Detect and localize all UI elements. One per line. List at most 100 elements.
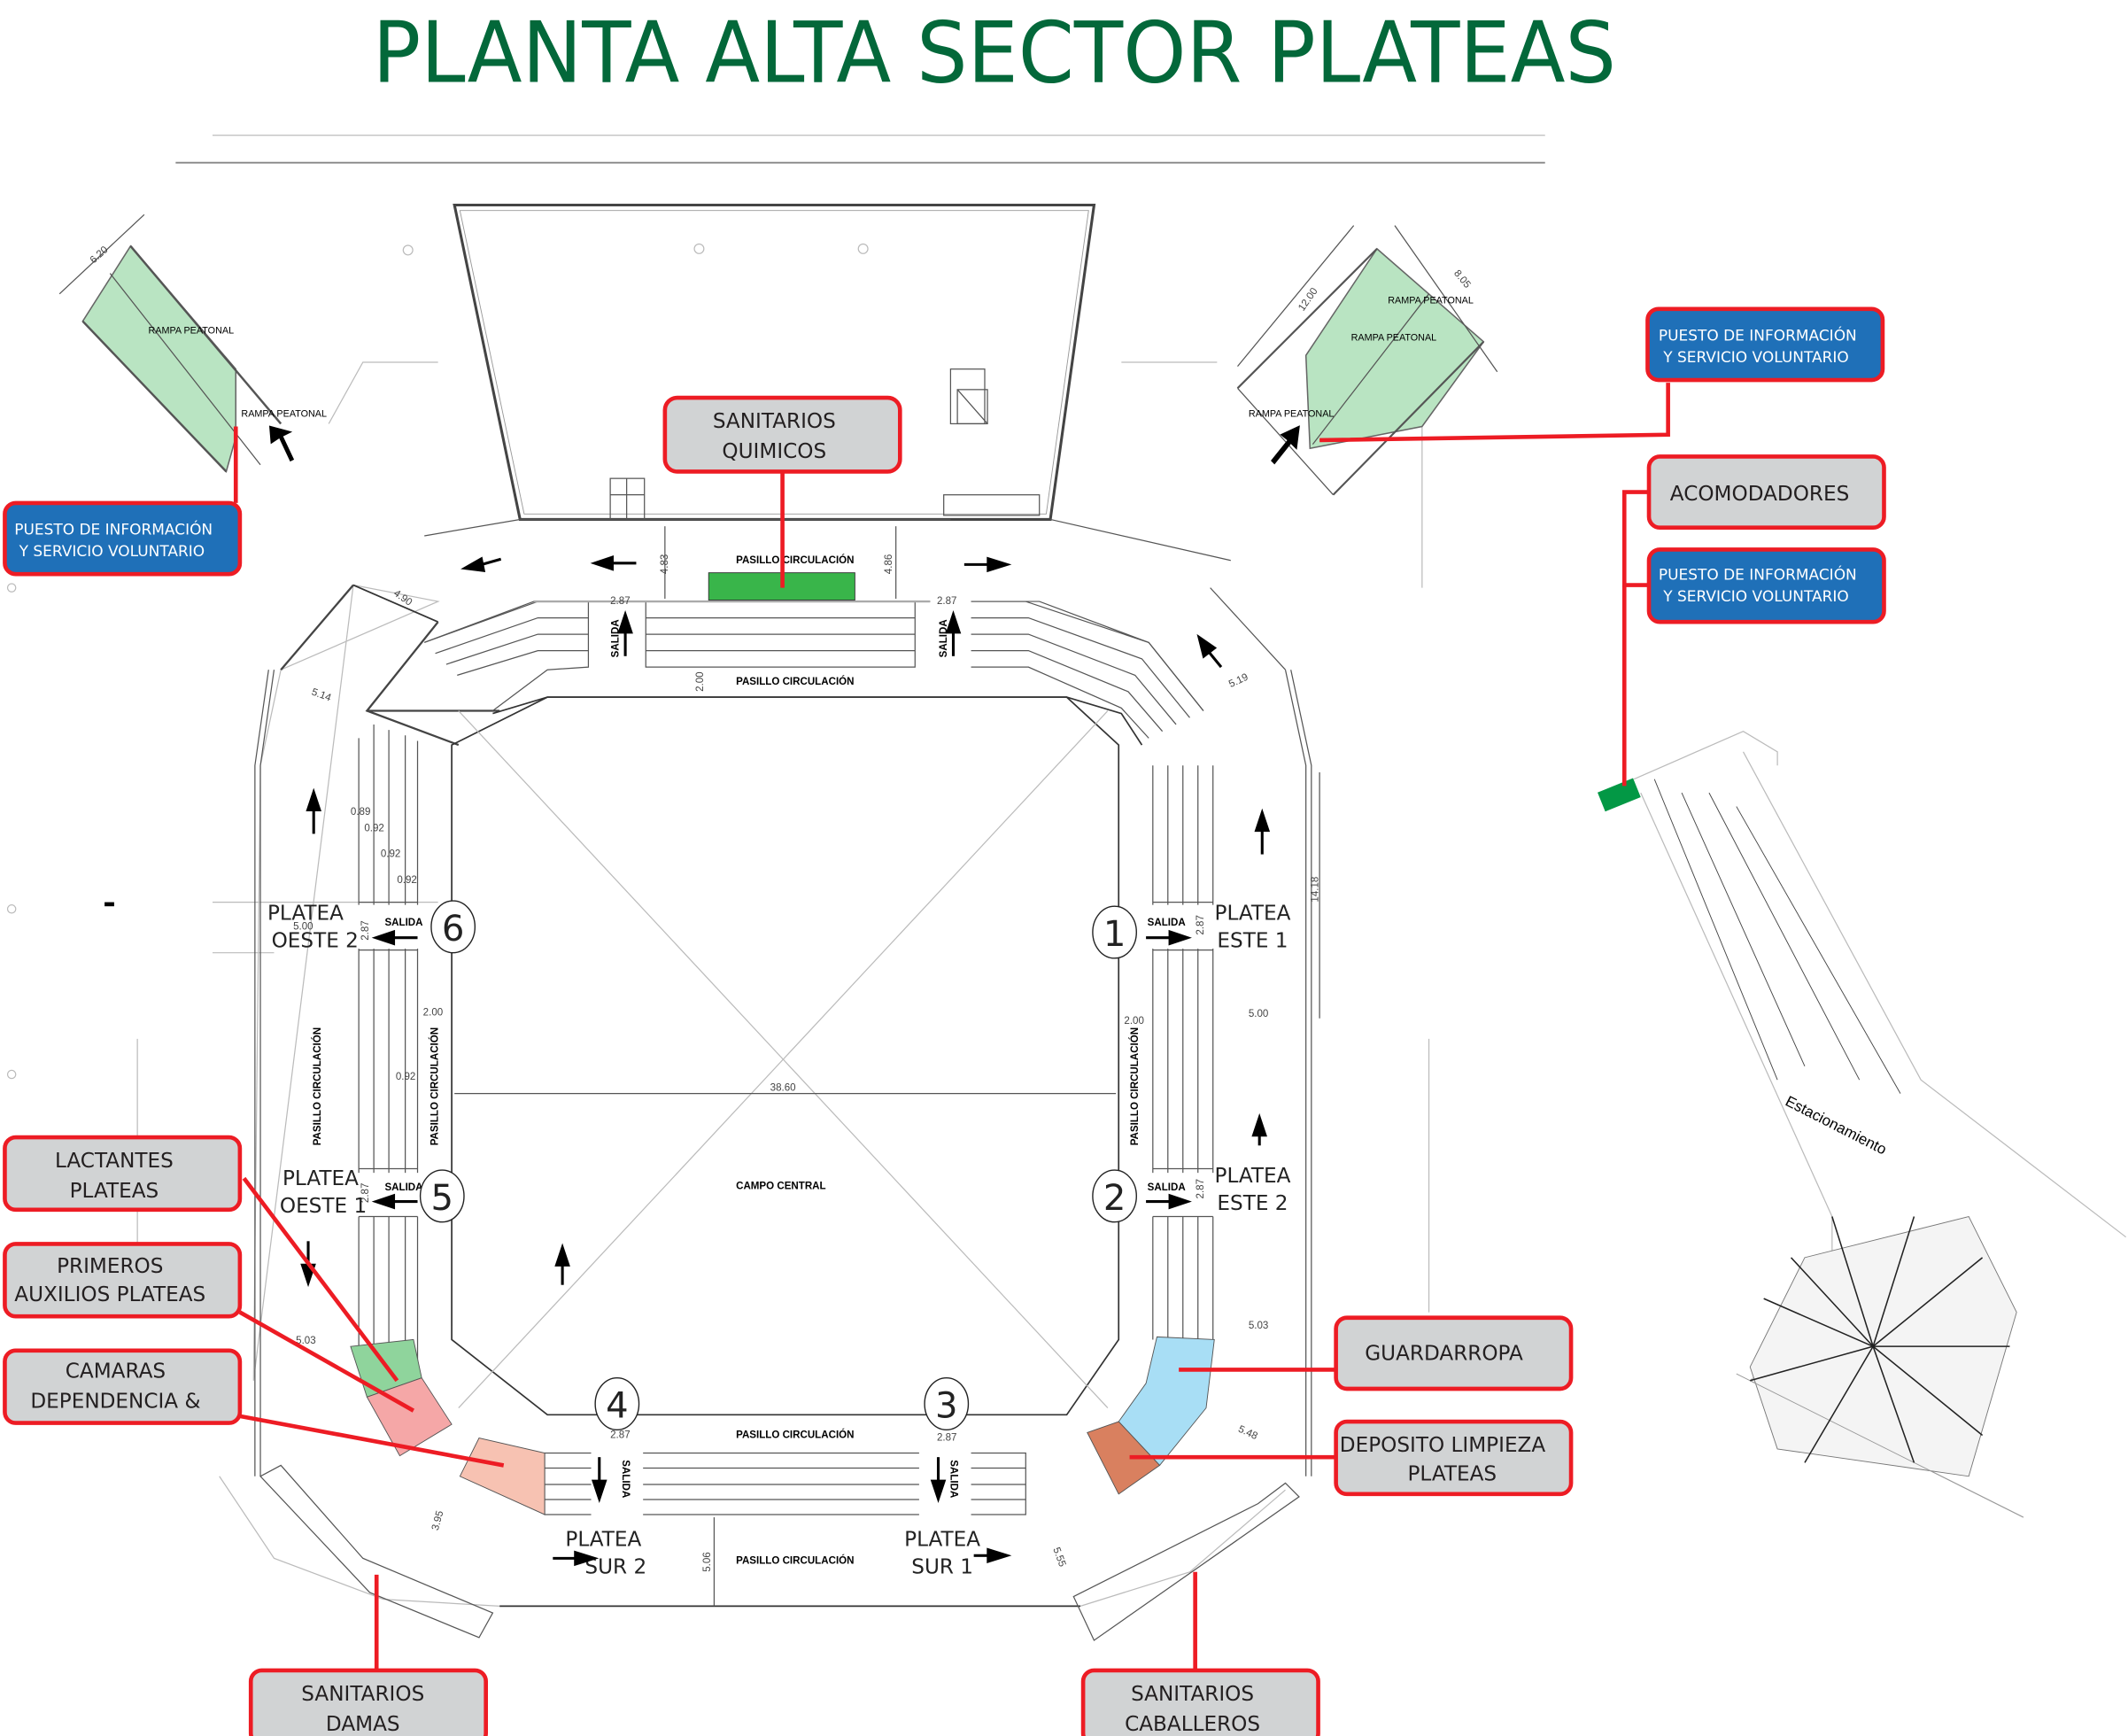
svg-text:2.87: 2.87 xyxy=(937,1433,957,1444)
pasillo-label: PASILLO CIRCULACIÓN xyxy=(1129,1027,1141,1145)
arrow-up-icon xyxy=(1251,1112,1267,1146)
arrow-down-icon xyxy=(591,1457,607,1503)
dimension-labels: 4.83 4.86 2.87 2.87 2.00 4.90 5.14 5.19 … xyxy=(293,526,1321,1607)
svg-text:ACOMODADORES: ACOMODADORES xyxy=(1670,483,1850,506)
svg-text:2.87: 2.87 xyxy=(1196,1179,1206,1199)
pasillo-label: PASILLO CIRCULACIÓN xyxy=(429,1027,441,1145)
north-stand xyxy=(424,600,1204,746)
camaras-area xyxy=(459,1438,546,1515)
exit-5: 5 xyxy=(419,1169,465,1223)
arrow-right-icon xyxy=(1146,1193,1192,1210)
salida-label: SALIDA xyxy=(384,1182,423,1193)
arrow-up-icon xyxy=(945,609,962,656)
exit-2: 2 xyxy=(1092,1169,1137,1223)
salida-label: SALIDA xyxy=(1148,918,1187,928)
svg-text:GUARDARROPA: GUARDARROPA xyxy=(1365,1343,1523,1366)
svg-text:14.18: 14.18 xyxy=(1311,877,1321,903)
direction-arrows xyxy=(300,555,1271,1567)
arrow-down-icon xyxy=(930,1457,947,1503)
arrow-right-icon xyxy=(553,1550,600,1567)
page-title: PLANTA ALTA SECTOR PLATEAS xyxy=(373,4,1616,103)
entry-arrow-icon xyxy=(268,425,295,462)
svg-text:2.87: 2.87 xyxy=(1196,915,1206,935)
stadium-outline xyxy=(219,572,1312,1641)
svg-text:4: 4 xyxy=(606,1385,629,1426)
arrow-left-icon xyxy=(371,929,418,946)
svg-text:2.87: 2.87 xyxy=(937,596,957,607)
east-stand xyxy=(1118,765,1218,1340)
svg-text:0.89: 0.89 xyxy=(351,807,371,818)
svg-text:2.00: 2.00 xyxy=(1124,1016,1144,1027)
campo-label: CAMPO CENTRAL xyxy=(736,1182,825,1192)
svg-text:38.60: 38.60 xyxy=(770,1083,796,1094)
svg-text:5.00: 5.00 xyxy=(1249,1009,1269,1019)
svg-text:2.87: 2.87 xyxy=(610,596,631,607)
callout-info-right-parking: PUESTO DE INFORMACIÓN Y SERVICIO VOLUNTA… xyxy=(1646,547,1886,624)
svg-text:PUESTO DE INFORMACIÓN Y SERVIC: PUESTO DE INFORMACIÓN Y SERVICIO VOLUNTA… xyxy=(1659,564,1857,606)
svg-text:2: 2 xyxy=(1103,1178,1126,1219)
ramp-left: 6.20 RAMPA PEATONAL RAMPA PEATONAL xyxy=(58,213,327,473)
arrow-left-icon xyxy=(460,556,502,573)
arrow-right-icon xyxy=(1146,929,1192,946)
callout-guardarropa: GUARDARROPA xyxy=(1334,1315,1574,1391)
arrow-right-icon xyxy=(963,556,1012,573)
arrow-up-left-icon xyxy=(1196,633,1223,669)
svg-text:PUESTO DE INFORMACIÓN Y SERVIC: PUESTO DE INFORMACIÓN Y SERVICIO VOLUNTA… xyxy=(14,519,213,561)
arrow-up-icon xyxy=(617,609,633,656)
dim-ramp-left: 6.20 xyxy=(89,244,111,266)
stadium-sketch xyxy=(1736,1216,2024,1518)
arrow-left-icon xyxy=(590,555,637,571)
svg-text:4.86: 4.86 xyxy=(884,554,894,575)
arrow-up-icon xyxy=(554,1243,570,1285)
svg-text:3: 3 xyxy=(935,1385,958,1426)
dim-ramp-right-b: 8.05 xyxy=(1451,268,1473,291)
exit-6: 6 xyxy=(430,900,476,954)
svg-text:PUESTO DE INFORMACIÓN Y SERVIC: PUESTO DE INFORMACIÓN Y SERVICIO VOLUNTA… xyxy=(1659,325,1857,367)
svg-text:3.95: 3.95 xyxy=(430,1509,445,1531)
svg-text:0.92: 0.92 xyxy=(364,823,384,833)
svg-text:5.03: 5.03 xyxy=(296,1336,316,1346)
exit-markers: 1 2 3 4 5 6 xyxy=(419,900,1137,1430)
salida-label: SALIDA xyxy=(948,1460,958,1499)
entry-arrow-icon xyxy=(1271,425,1300,465)
salida-label: SALIDA xyxy=(1148,1182,1187,1193)
svg-text:0.92: 0.92 xyxy=(396,1072,416,1082)
svg-text:4.90: 4.90 xyxy=(391,588,414,608)
svg-text:5.55: 5.55 xyxy=(1050,1546,1067,1568)
pasillo-label: PASILLO CIRCULACIÓN xyxy=(736,676,854,687)
svg-text:2.87: 2.87 xyxy=(360,920,371,941)
svg-text:5.14: 5.14 xyxy=(310,687,333,704)
callout-info-right-top: PUESTO DE INFORMACIÓN Y SERVICIO VOLUNTA… xyxy=(1645,306,1885,383)
svg-text:2.00: 2.00 xyxy=(695,671,706,692)
arrow-up-icon xyxy=(306,787,322,834)
sanitarios-caballeros-block xyxy=(1072,1482,1300,1641)
salida-label: SALIDA xyxy=(384,918,423,928)
ramp-label: RAMPA PEATONAL xyxy=(241,409,327,420)
svg-text:0.92: 0.92 xyxy=(381,849,401,860)
north-building xyxy=(424,203,1231,562)
arrow-right-icon xyxy=(973,1547,1012,1564)
callout-info-left: PUESTO DE INFORMACIÓN Y SERVICIO VOLUNTA… xyxy=(3,500,243,577)
ramp-right: 12.00 8.05 RAMPA PEATONAL RAMPA PEATONAL… xyxy=(1236,225,1498,496)
svg-text:5.19: 5.19 xyxy=(1227,672,1250,690)
ramp-label: RAMPA PEATONAL xyxy=(1351,332,1437,343)
svg-text:2.00: 2.00 xyxy=(423,1008,444,1019)
callout-acomodadores: ACOMODADORES xyxy=(1646,454,1886,531)
salida-label: SALIDA xyxy=(939,619,949,658)
